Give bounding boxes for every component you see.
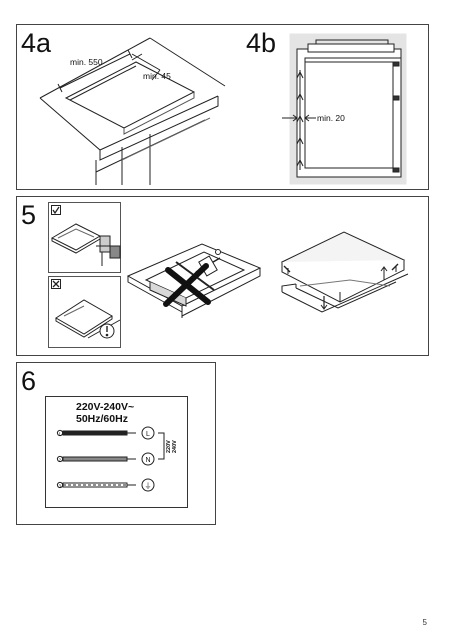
wire-3-number: 3 [59,484,62,489]
side-voltage-1: 220V [166,440,172,453]
supply-frequency: 50Hz/60Hz [76,413,128,425]
terminal-live-symbol: L [146,431,150,438]
figure-6-label: 6 [21,366,37,396]
terminal-neutral-symbol: N [145,457,150,464]
checkbox-checked-icon [51,205,61,215]
wire-2-number: 2 [59,458,62,463]
figure-4b-label: 4b [246,28,277,58]
page-number: 5 [422,618,427,627]
earth-icon: ⏚ [145,482,152,490]
dim-min-20: min. 20 [317,113,345,123]
figure-5-label: 5 [21,200,37,230]
dim-min-45: min. 45 [143,71,171,81]
figure-4a-label: 4a [21,28,52,58]
checkbox-crossed-icon [51,279,61,289]
side-voltage-2: 240V [172,440,178,453]
dim-min-550: min. 550 [70,57,103,67]
supply-voltage: 220V-240V~ [76,401,135,413]
wire-1-number: 1 [59,432,62,437]
